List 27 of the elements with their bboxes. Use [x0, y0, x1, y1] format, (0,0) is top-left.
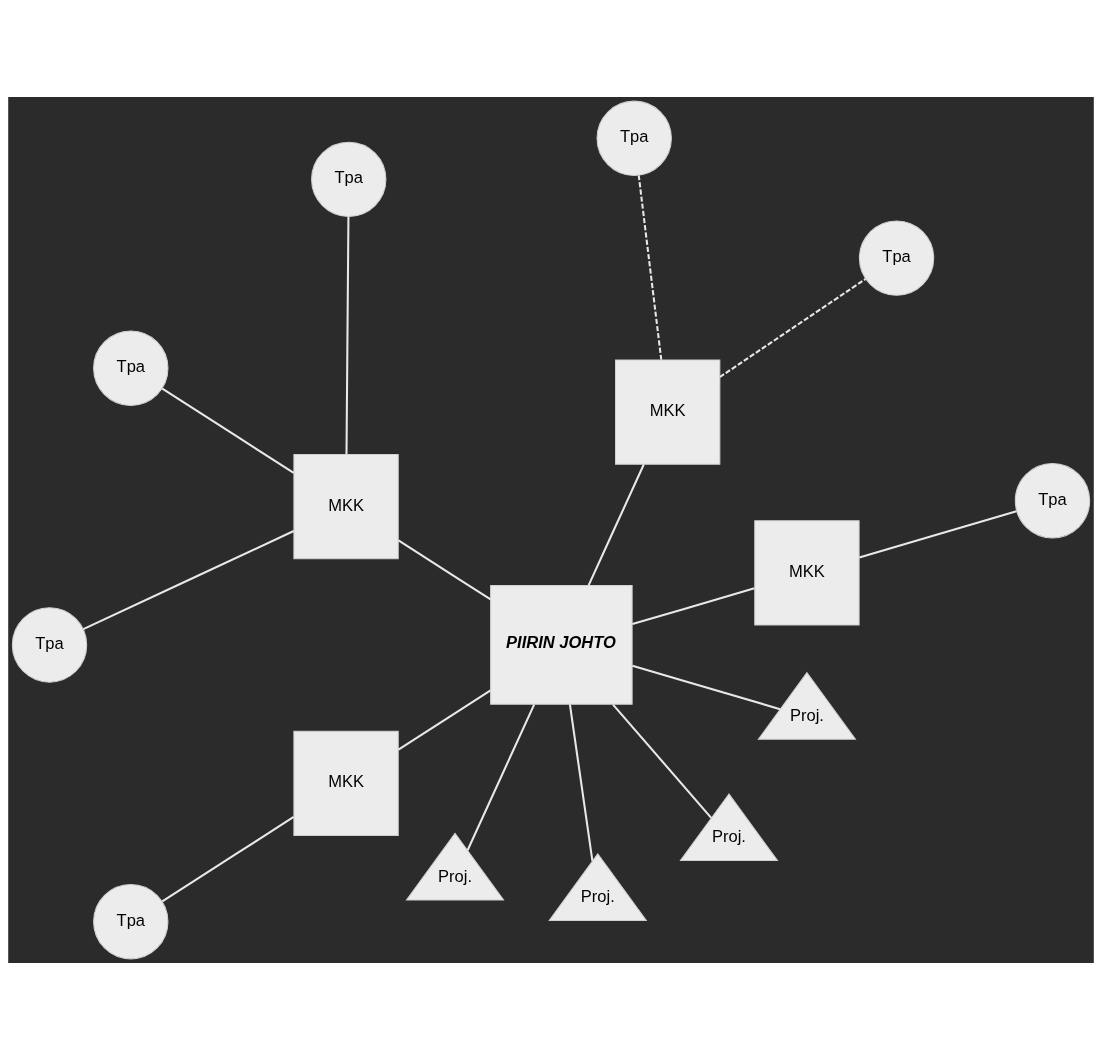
connector	[859, 509, 1017, 558]
node-circle: Tpa	[93, 883, 169, 959]
node-box: MKK	[754, 519, 860, 626]
connector	[82, 529, 295, 630]
connector	[161, 387, 295, 474]
connector	[397, 538, 492, 600]
connector	[161, 815, 295, 902]
node-circle: Tpa	[858, 219, 935, 296]
connector	[587, 463, 645, 586]
node-box: MKK	[293, 730, 399, 836]
connector	[466, 703, 536, 851]
node-box: MKK	[293, 453, 399, 559]
connector	[632, 664, 781, 710]
node-circle: Tpa	[1014, 462, 1091, 538]
node-circle: Tpa	[596, 100, 672, 176]
node-circle: Tpa	[93, 330, 169, 406]
connector	[612, 703, 712, 819]
connector	[632, 586, 755, 625]
connector	[345, 216, 350, 454]
node-box: MKK	[615, 359, 721, 465]
node-box: PIIRIN JOHTO	[490, 584, 633, 705]
connector	[719, 277, 867, 378]
connector	[397, 689, 492, 750]
connector	[568, 703, 594, 861]
connector	[637, 174, 663, 360]
node-circle: Tpa	[311, 141, 387, 217]
node-circle: Tpa	[11, 606, 88, 683]
